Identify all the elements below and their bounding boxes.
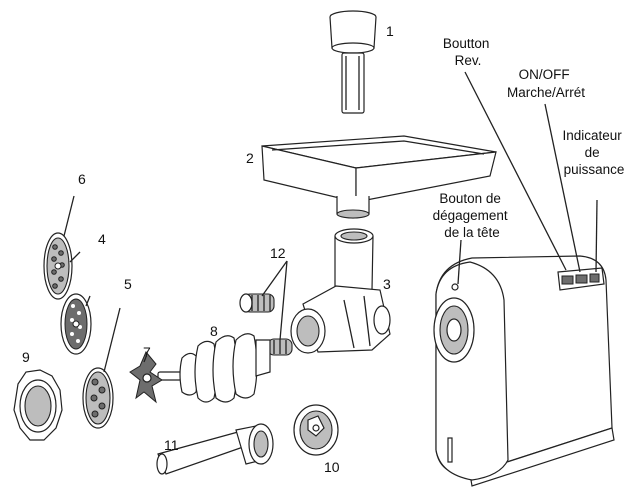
sausage-tube-part xyxy=(156,423,274,475)
part-number-10: 10 xyxy=(324,459,340,475)
part-number-9: 9 xyxy=(22,349,30,365)
kebbe-attachment-part xyxy=(293,404,339,456)
fine-plate-part xyxy=(43,232,73,300)
part-number-7: 7 xyxy=(143,344,151,360)
callout-labels: Boutton Rev. ON/OFF Marche/Arrét Indicat… xyxy=(433,36,625,240)
part-number-2: 2 xyxy=(246,150,254,166)
leader-lines xyxy=(63,71,598,373)
part-number-5: 5 xyxy=(124,276,132,292)
part-number-1: 1 xyxy=(386,23,394,39)
part-number-6: 6 xyxy=(78,171,86,187)
part-number-3: 3 xyxy=(383,276,391,292)
reverse-button-label: Boutton Rev. xyxy=(443,36,493,68)
part-number-11: 11 xyxy=(164,437,179,453)
power-indicator-label: Indicateur de puissance xyxy=(562,128,625,177)
tray-part xyxy=(261,135,497,219)
on-off-label: ON/OFF Marche/Arrét xyxy=(507,67,585,100)
head-release-button-label: Bouton de dégagement de la tête xyxy=(433,191,512,240)
grinder-head-part xyxy=(290,228,391,354)
part-number-12: 12 xyxy=(270,245,286,261)
medium-plate-part xyxy=(60,293,92,355)
bushing-parts xyxy=(239,293,293,356)
motor-housing xyxy=(433,255,615,487)
pusher-part xyxy=(329,10,377,114)
part-number-8: 8 xyxy=(210,323,218,339)
cutting-blade-part xyxy=(129,351,163,404)
part-numbers: 1 2 3 4 5 6 7 8 9 10 11 12 xyxy=(22,23,394,475)
ring-nut-part xyxy=(13,369,63,441)
part-number-4: 4 xyxy=(98,231,106,247)
coarse-plate-part xyxy=(82,367,114,429)
auger-part xyxy=(157,333,271,403)
